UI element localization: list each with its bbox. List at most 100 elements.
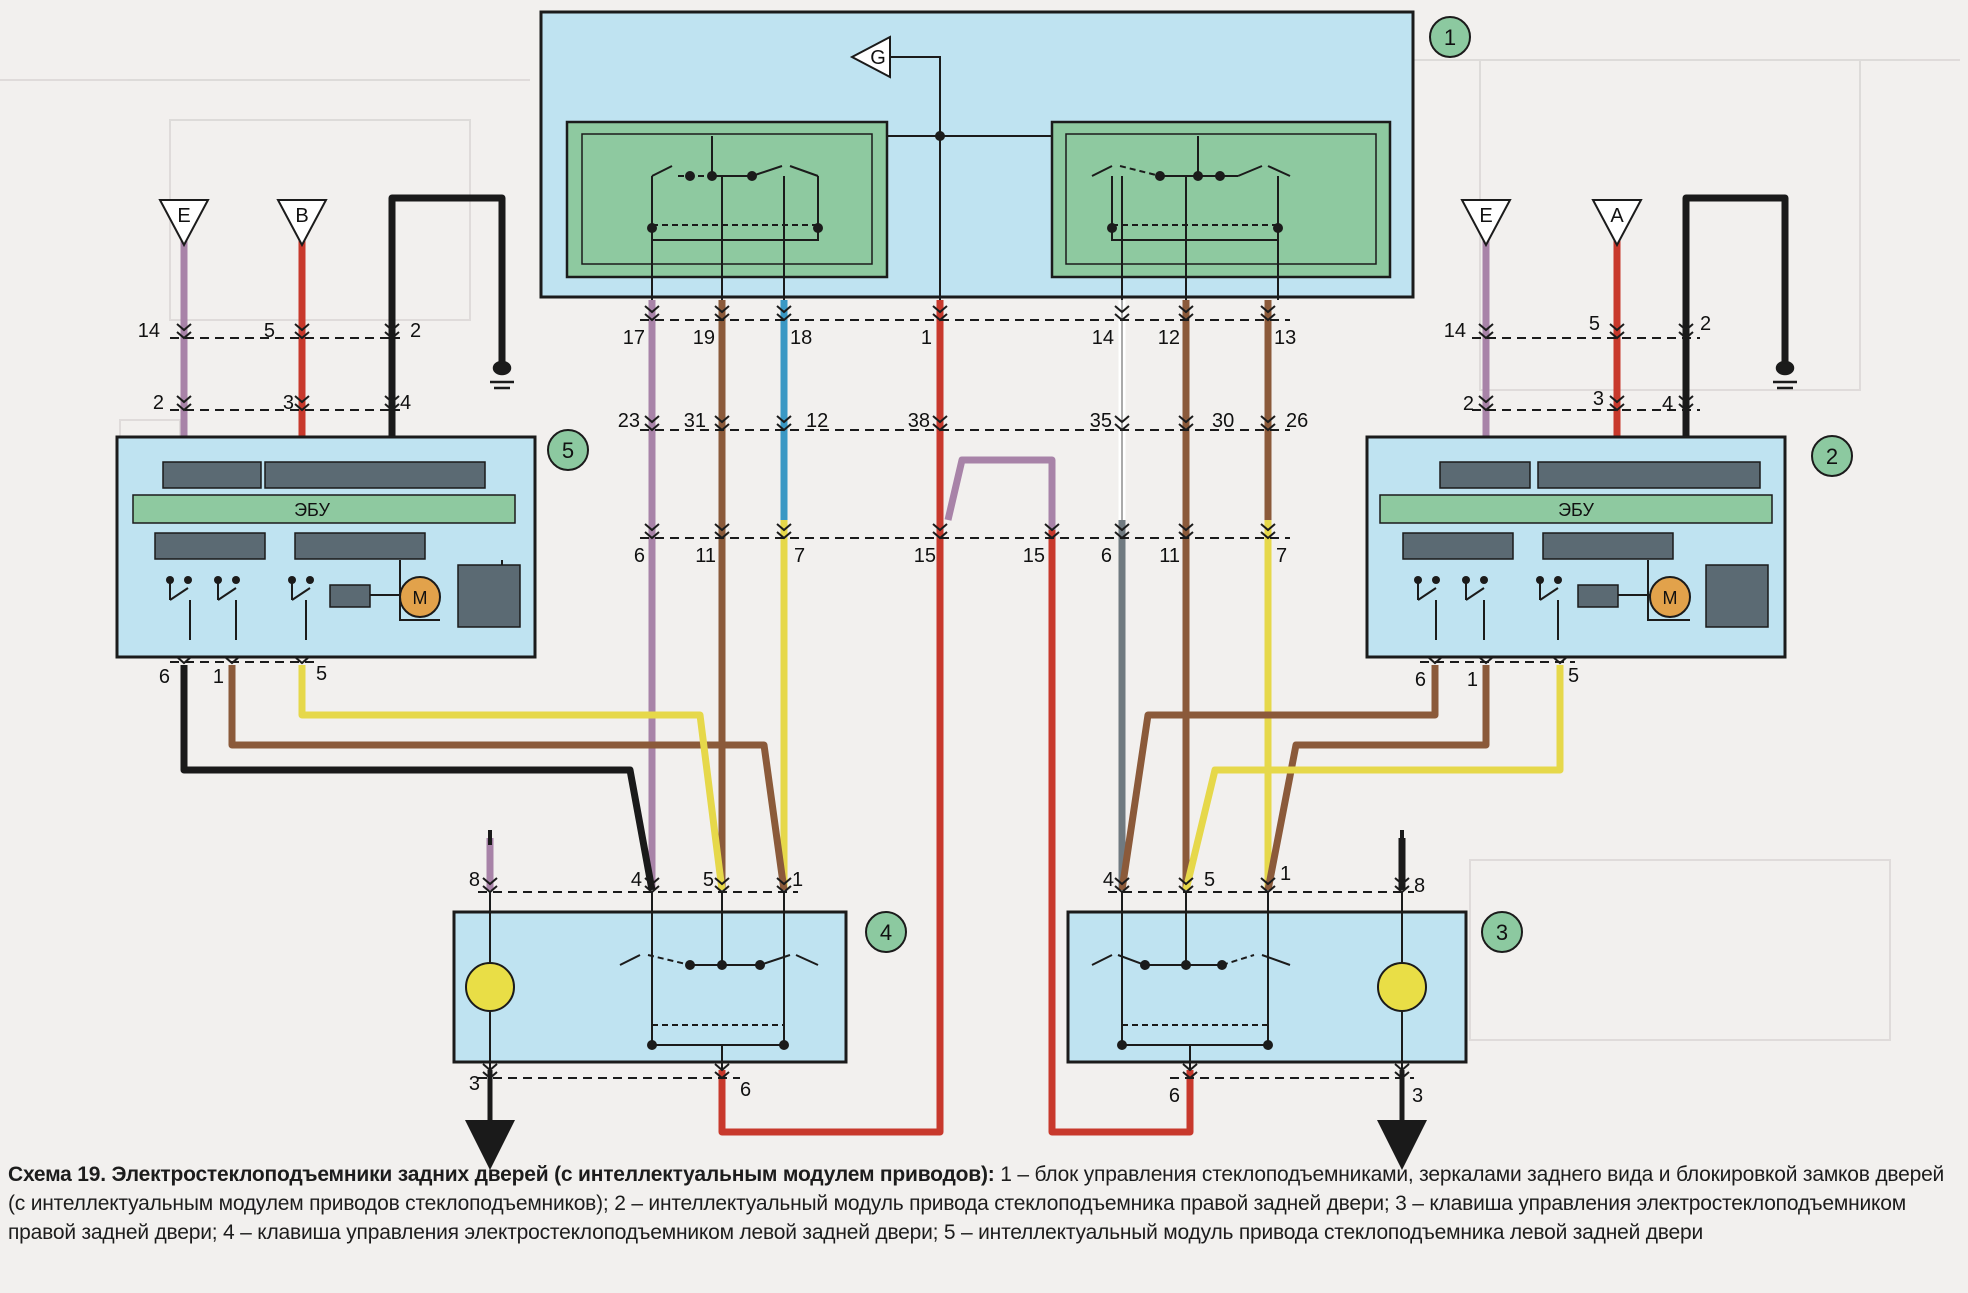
- pin-label: 1: [1280, 863, 1291, 885]
- pin-label: 1: [921, 327, 932, 349]
- connector-chevron: [932, 313, 948, 322]
- figure-caption: Схема 19. Электростеклоподъемники задних…: [8, 1160, 1958, 1247]
- badge-3-label: 3: [1496, 920, 1508, 945]
- connector-chevron: [1260, 877, 1276, 886]
- signal-e-left-label: E: [177, 205, 190, 227]
- pin-label: 5: [703, 869, 714, 891]
- motor-icon-right: [1649, 576, 1691, 618]
- pin-label: 11: [695, 545, 716, 567]
- connector-chevron: [714, 305, 730, 314]
- connector-chevron: [1260, 313, 1276, 322]
- pin-label: 38: [908, 410, 930, 432]
- pin-label: 13: [1274, 327, 1296, 349]
- pin-label: 6: [740, 1079, 751, 1101]
- module-1: G 1: [539, 10, 1471, 300]
- pin-label: 4: [400, 392, 411, 414]
- pin-label: 3: [283, 392, 294, 414]
- connector-chevron: [1260, 305, 1276, 314]
- connector-chevron: [932, 305, 948, 314]
- pin-label: 5: [316, 663, 327, 685]
- pin-label: 14: [1444, 320, 1466, 342]
- badge-1: [1429, 16, 1471, 58]
- pin-label: 6: [159, 666, 170, 688]
- connector-chevron: [776, 423, 792, 432]
- connector-chevron: [176, 331, 192, 340]
- pin-label: 4: [1103, 869, 1114, 891]
- switch-panel-left: [565, 120, 889, 279]
- connector-chevron: [1478, 403, 1494, 412]
- badge-3: [1481, 911, 1523, 953]
- connector-chevron: [644, 305, 660, 314]
- ecu-bar-left: [132, 494, 516, 524]
- signal-g-icon: [849, 35, 891, 79]
- connector-chevron: [1394, 1071, 1410, 1080]
- badge-5: [547, 429, 589, 471]
- module-3: 3: [1066, 892, 1523, 1070]
- pin-label: 31: [684, 410, 706, 432]
- pin-label: 2: [153, 392, 164, 414]
- connector-chevron: [644, 415, 660, 424]
- connector-chevron: [1678, 323, 1694, 332]
- lamp-icon-right: [1377, 962, 1427, 1012]
- ecu-label-right: ЭБУ: [1558, 500, 1594, 520]
- pin-label: 11: [1159, 545, 1180, 567]
- badge-4: [865, 911, 907, 953]
- pin-label: 2: [410, 320, 421, 342]
- wires: [180, 194, 1789, 1170]
- connector-chevron: [714, 531, 730, 540]
- pin-label: 2: [1700, 313, 1711, 335]
- connector-chevron: [1609, 395, 1625, 404]
- connector-chevron: [1678, 331, 1694, 340]
- connector-chevron: [1044, 531, 1060, 540]
- connector-chevron: [1178, 415, 1194, 424]
- connector-chevron: [644, 877, 660, 886]
- connector-chevron: [1182, 1071, 1198, 1080]
- connector-chevron: [384, 395, 400, 404]
- connector-chevron: [1260, 415, 1276, 424]
- connector-chevron: [1178, 523, 1194, 532]
- connector-chevron: [1114, 423, 1130, 432]
- connector-chevron: [644, 313, 660, 322]
- pin-label: 8: [1414, 875, 1425, 897]
- connector-chevron: [1178, 877, 1194, 886]
- connector-chevron: [1178, 313, 1194, 322]
- connector-chevron: [176, 395, 192, 404]
- motor-icon-left: [399, 576, 441, 618]
- pin-label: 14: [1092, 327, 1114, 349]
- connector-chevron: [1609, 323, 1625, 332]
- connector-chevron: [1478, 323, 1494, 332]
- pin-label: 1: [1467, 669, 1478, 691]
- connector-chevron: [776, 305, 792, 314]
- pin-label: 3: [1593, 388, 1604, 410]
- badge-2: [1811, 435, 1853, 477]
- module-5: ЭБУ M 5: [115, 429, 589, 659]
- connector-chevron: [932, 415, 948, 424]
- ecu-bar-right: [1379, 494, 1773, 524]
- motor-label-left: M: [413, 588, 428, 608]
- connector-chevron: [1044, 523, 1060, 532]
- connector-chevron: [482, 1071, 498, 1080]
- signal-e-right-label: E: [1479, 205, 1492, 227]
- connector-chevron: [714, 423, 730, 432]
- signal-e-right-icon: [1460, 199, 1512, 248]
- connector-chevron: [1678, 403, 1694, 412]
- signal-a-right-icon: [1591, 199, 1643, 248]
- pin-label: 5: [1204, 869, 1215, 891]
- connector-chevron: [1178, 305, 1194, 314]
- connector-chevron: [294, 656, 310, 665]
- motor-label-right: M: [1663, 588, 1678, 608]
- connector-chevron: [1678, 395, 1694, 404]
- pin-label: 5: [264, 320, 275, 342]
- connector-chevron: [294, 403, 310, 412]
- pin-label: 7: [1276, 545, 1287, 567]
- pin-label: 4: [631, 869, 642, 891]
- pin-label: 3: [1412, 1085, 1423, 1107]
- lamp-icon-left: [465, 962, 515, 1012]
- signal-a-right-label: A: [1610, 205, 1624, 227]
- connector-chevron: [384, 403, 400, 412]
- connector-chevron: [932, 523, 948, 532]
- connector-chevron: [294, 323, 310, 332]
- connector-chevron: [1552, 656, 1568, 665]
- connector-chevron: [224, 656, 240, 665]
